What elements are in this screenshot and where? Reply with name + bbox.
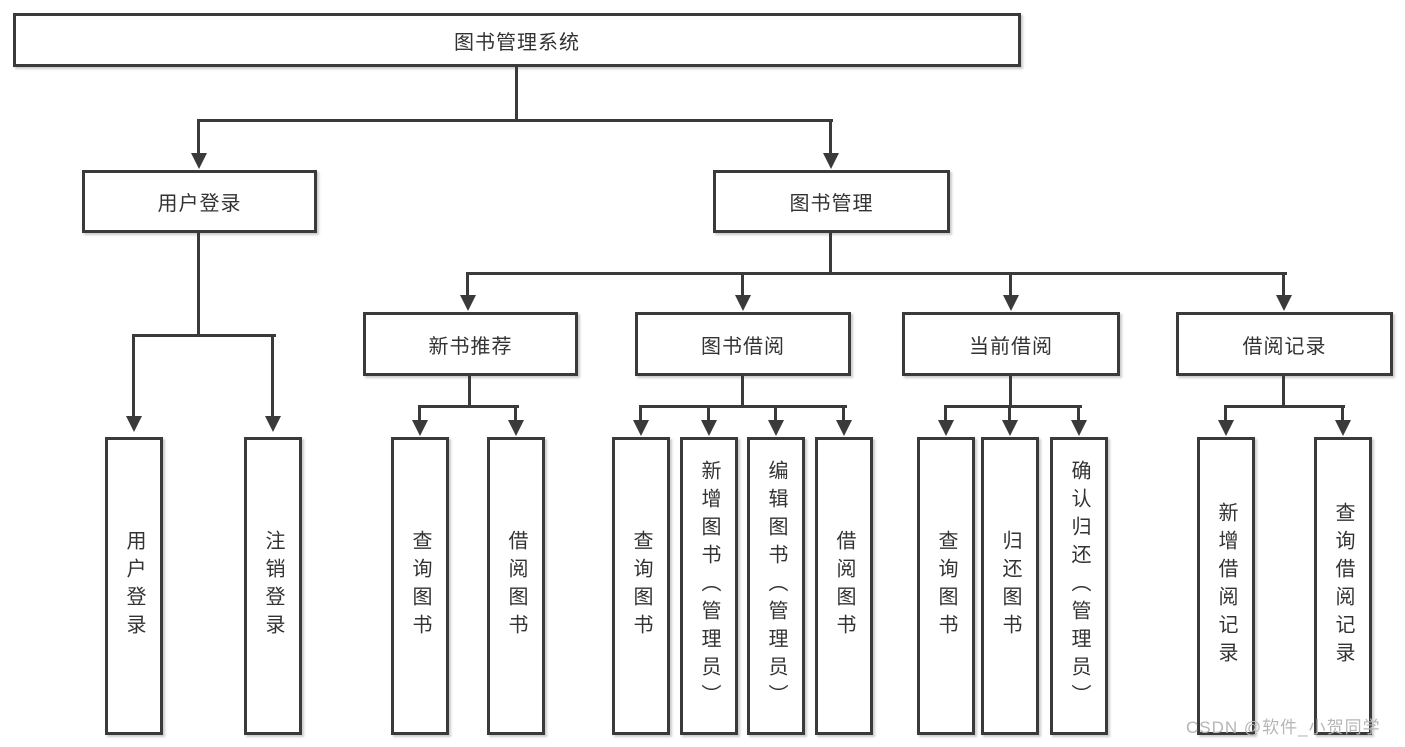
arrow-down — [1218, 420, 1234, 436]
node-label: 查询借阅记录 — [1332, 502, 1354, 670]
arrow-down — [191, 153, 207, 169]
connector-vline — [514, 405, 517, 421]
arrow-down — [1002, 420, 1018, 436]
connector-vline — [639, 405, 642, 421]
node-label: 查询图书 — [409, 530, 431, 642]
node-label: 用户登录 — [123, 530, 145, 642]
node-borrow-records: 借阅记录 — [1176, 312, 1393, 376]
connector-vline — [132, 334, 135, 417]
node-label: 图书管理 — [789, 193, 874, 215]
connector-vline — [1341, 405, 1344, 421]
arrow-down — [126, 416, 142, 432]
arrow-down — [1335, 420, 1351, 436]
connector-vline — [1009, 376, 1012, 407]
connector-hline — [418, 405, 519, 408]
leaf-current-query-book: 查询图书 — [917, 437, 975, 735]
arrow-down — [460, 295, 476, 311]
node-label: 编辑图书（管理员） — [765, 460, 787, 712]
arrow-down — [412, 420, 428, 436]
node-book-borrow: 图书借阅 — [635, 312, 851, 376]
connector-hline — [1224, 405, 1345, 408]
node-label: 注销登录 — [262, 530, 284, 642]
arrow-down — [768, 420, 784, 436]
node-library-management-system: 图书管理系统 — [13, 13, 1021, 67]
node-label: 确认归还（管理员） — [1068, 460, 1090, 712]
node-label: 新增借阅记录 — [1215, 502, 1237, 670]
node-label: 查询图书 — [935, 530, 957, 642]
node-user-login: 用户登录 — [82, 170, 317, 233]
connector-vline — [741, 272, 744, 296]
leaf-logout: 注销登录 — [244, 437, 302, 735]
connector-vline — [707, 405, 710, 421]
leaf-borrow-add-book-admin: 新增图书（管理员） — [680, 437, 738, 735]
node-label: 借阅图书 — [833, 530, 855, 642]
arrow-down — [265, 416, 281, 432]
connector-vline — [468, 376, 471, 407]
csdn-watermark: CSDN @软件_小贺同学 — [1186, 718, 1381, 737]
node-new-book-recommend: 新书推荐 — [363, 312, 578, 376]
arrow-down — [701, 420, 717, 436]
arrow-down — [938, 420, 954, 436]
connector-hline — [132, 334, 276, 337]
node-label: 借阅图书 — [505, 530, 527, 642]
connector-vline — [1282, 272, 1285, 296]
arrow-down — [508, 420, 524, 436]
node-label: 新增图书（管理员） — [698, 460, 720, 712]
node-label: 借阅记录 — [1242, 335, 1327, 358]
leaf-user-login: 用户登录 — [105, 437, 163, 735]
leaf-borrow-borrow-book: 借阅图书 — [815, 437, 873, 735]
connector-vline — [1008, 405, 1011, 421]
arrow-down — [836, 420, 852, 436]
arrow-down — [1003, 295, 1019, 311]
connector-hline — [639, 405, 847, 408]
connector-vline — [1077, 405, 1080, 421]
connector-hline — [197, 119, 833, 122]
connector-vline — [1282, 376, 1285, 407]
leaf-recommend-borrow-book: 借阅图书 — [487, 437, 545, 735]
node-label: 当前借阅 — [969, 335, 1053, 358]
connector-vline — [466, 272, 469, 296]
arrow-down — [735, 295, 751, 311]
connector-vline — [774, 405, 777, 421]
leaf-records-query-record: 查询借阅记录 — [1314, 437, 1372, 735]
connector-vline — [197, 119, 200, 154]
leaf-borrow-query-book: 查询图书 — [612, 437, 670, 735]
connector-vline — [271, 334, 274, 417]
connector-vline — [944, 405, 947, 421]
arrow-down — [1071, 420, 1087, 436]
leaf-current-confirm-return-admin: 确认归还（管理员） — [1050, 437, 1108, 735]
node-label: 新书推荐 — [428, 335, 513, 358]
node-label: 查询图书 — [630, 530, 652, 642]
connector-vline — [741, 376, 744, 407]
arrow-down — [823, 153, 839, 169]
arrow-down — [1276, 295, 1292, 311]
connector-vline — [1224, 405, 1227, 421]
node-current-borrow: 当前借阅 — [902, 312, 1120, 376]
node-label: 用户登录 — [157, 193, 242, 215]
connector-vline — [842, 405, 845, 421]
connector-vline — [197, 233, 200, 336]
arrow-down — [633, 420, 649, 436]
connector-vline — [1009, 272, 1012, 296]
leaf-borrow-edit-book-admin: 编辑图书（管理员） — [747, 437, 805, 735]
node-label: 图书管理系统 — [454, 31, 580, 54]
connector-hline — [944, 405, 1082, 408]
leaf-recommend-query-book: 查询图书 — [391, 437, 449, 735]
connector-vline — [829, 119, 832, 154]
connector-hline — [466, 272, 1287, 275]
node-book-management: 图书管理 — [713, 170, 950, 233]
connector-vline — [515, 67, 518, 121]
leaf-current-return-book: 归还图书 — [981, 437, 1039, 735]
node-label: 归还图书 — [999, 530, 1021, 642]
leaf-records-add-record: 新增借阅记录 — [1197, 437, 1255, 735]
connector-vline — [418, 405, 421, 421]
node-label: 图书借阅 — [701, 335, 785, 358]
connector-vline — [829, 233, 832, 274]
